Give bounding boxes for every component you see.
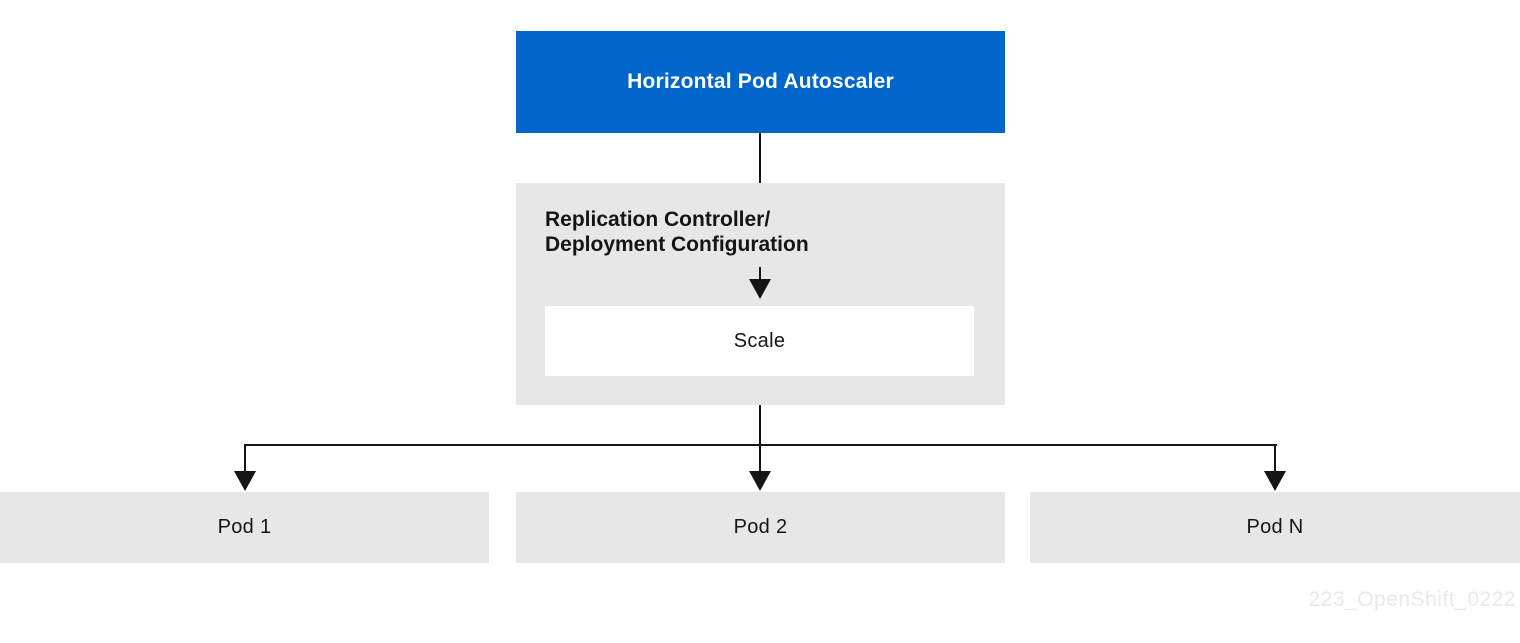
replication-controller-label-line1: Replication Controller/ (545, 208, 771, 231)
horizontal-pod-autoscaler-box: Horizontal Pod Autoscaler (516, 31, 1005, 133)
connector-drop-pod1 (244, 444, 246, 473)
arrow-down-icon (234, 471, 256, 491)
watermark-text: 223_OpenShift_0222 (1308, 588, 1516, 611)
replication-controller-label-line2: Deployment Configuration (545, 233, 809, 256)
pod-n-label: Pod N (1246, 516, 1304, 538)
connector-drop-podn (1274, 444, 1276, 473)
arrow-down-icon (749, 279, 771, 299)
arrow-down-icon (749, 471, 771, 491)
horizontal-pod-autoscaler-label: Horizontal Pod Autoscaler (627, 70, 894, 93)
connector-branch-horizontal (244, 444, 1277, 446)
connector-controller-to-scale (759, 267, 761, 281)
pod-2-box: Pod 2 (516, 492, 1005, 563)
scale-label: Scale (733, 329, 786, 352)
connector-autoscaler-to-controller (759, 133, 761, 205)
pod-n-box: Pod N (1030, 492, 1520, 563)
pod-1-box: Pod 1 (0, 492, 489, 563)
scale-box: Scale (545, 306, 974, 376)
pod-2-label: Pod 2 (733, 516, 788, 538)
replication-controller-label: Replication Controller/ Deployment Confi… (545, 207, 809, 257)
arrow-down-icon (1264, 471, 1286, 491)
connector-scale-stem (759, 405, 761, 473)
pod-1-label: Pod 1 (217, 516, 272, 538)
